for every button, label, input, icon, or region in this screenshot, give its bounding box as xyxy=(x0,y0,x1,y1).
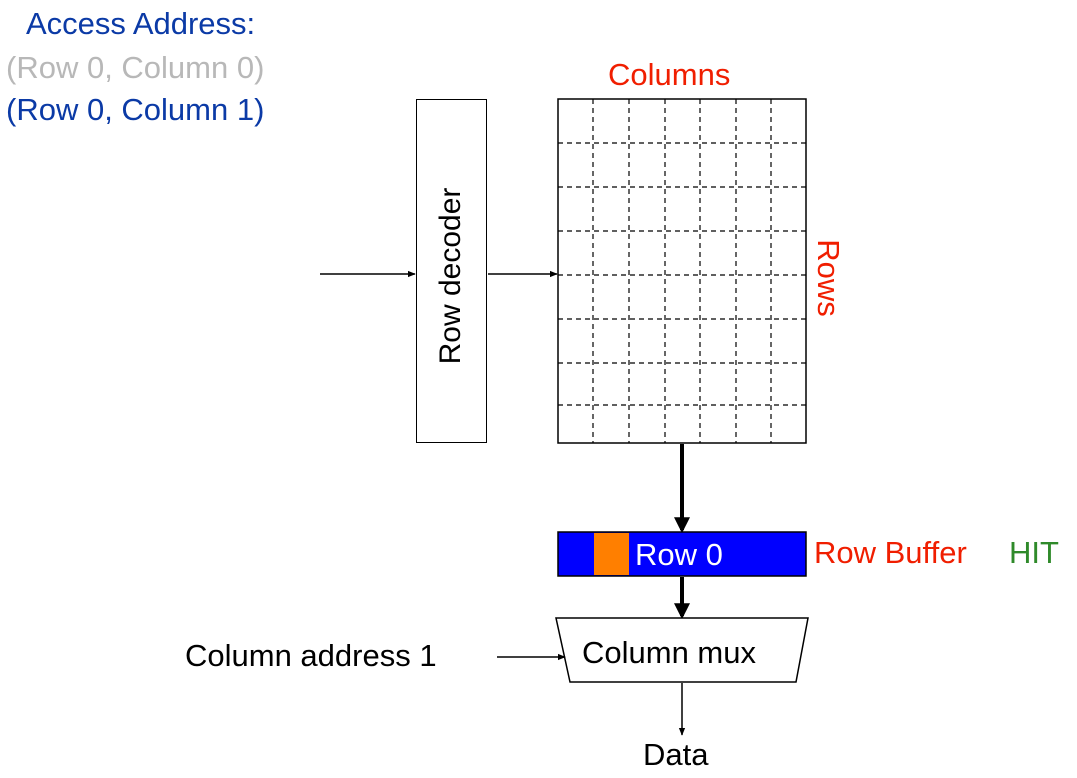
row-buffer-hit-cell xyxy=(594,533,629,575)
row-buffer-label: Row Buffer xyxy=(814,535,967,570)
current-access-address: (Row 0, Column 1) xyxy=(6,92,265,127)
column-mux-shape xyxy=(555,617,809,683)
row-buffer-hit-status: HIT xyxy=(1009,535,1059,570)
columns-label: Columns xyxy=(608,57,731,92)
memory-cell-array xyxy=(557,98,807,444)
access-address-title: Access Address: xyxy=(26,6,256,41)
row-decoder-box xyxy=(416,99,487,443)
data-output-label: Data xyxy=(643,737,709,772)
column-address-label: Column address 1 xyxy=(185,638,437,673)
previous-access-address: (Row 0, Column 0) xyxy=(6,50,265,85)
column-mux-label: Column mux xyxy=(582,635,756,670)
row-buffer-content: Row 0 xyxy=(635,537,723,572)
